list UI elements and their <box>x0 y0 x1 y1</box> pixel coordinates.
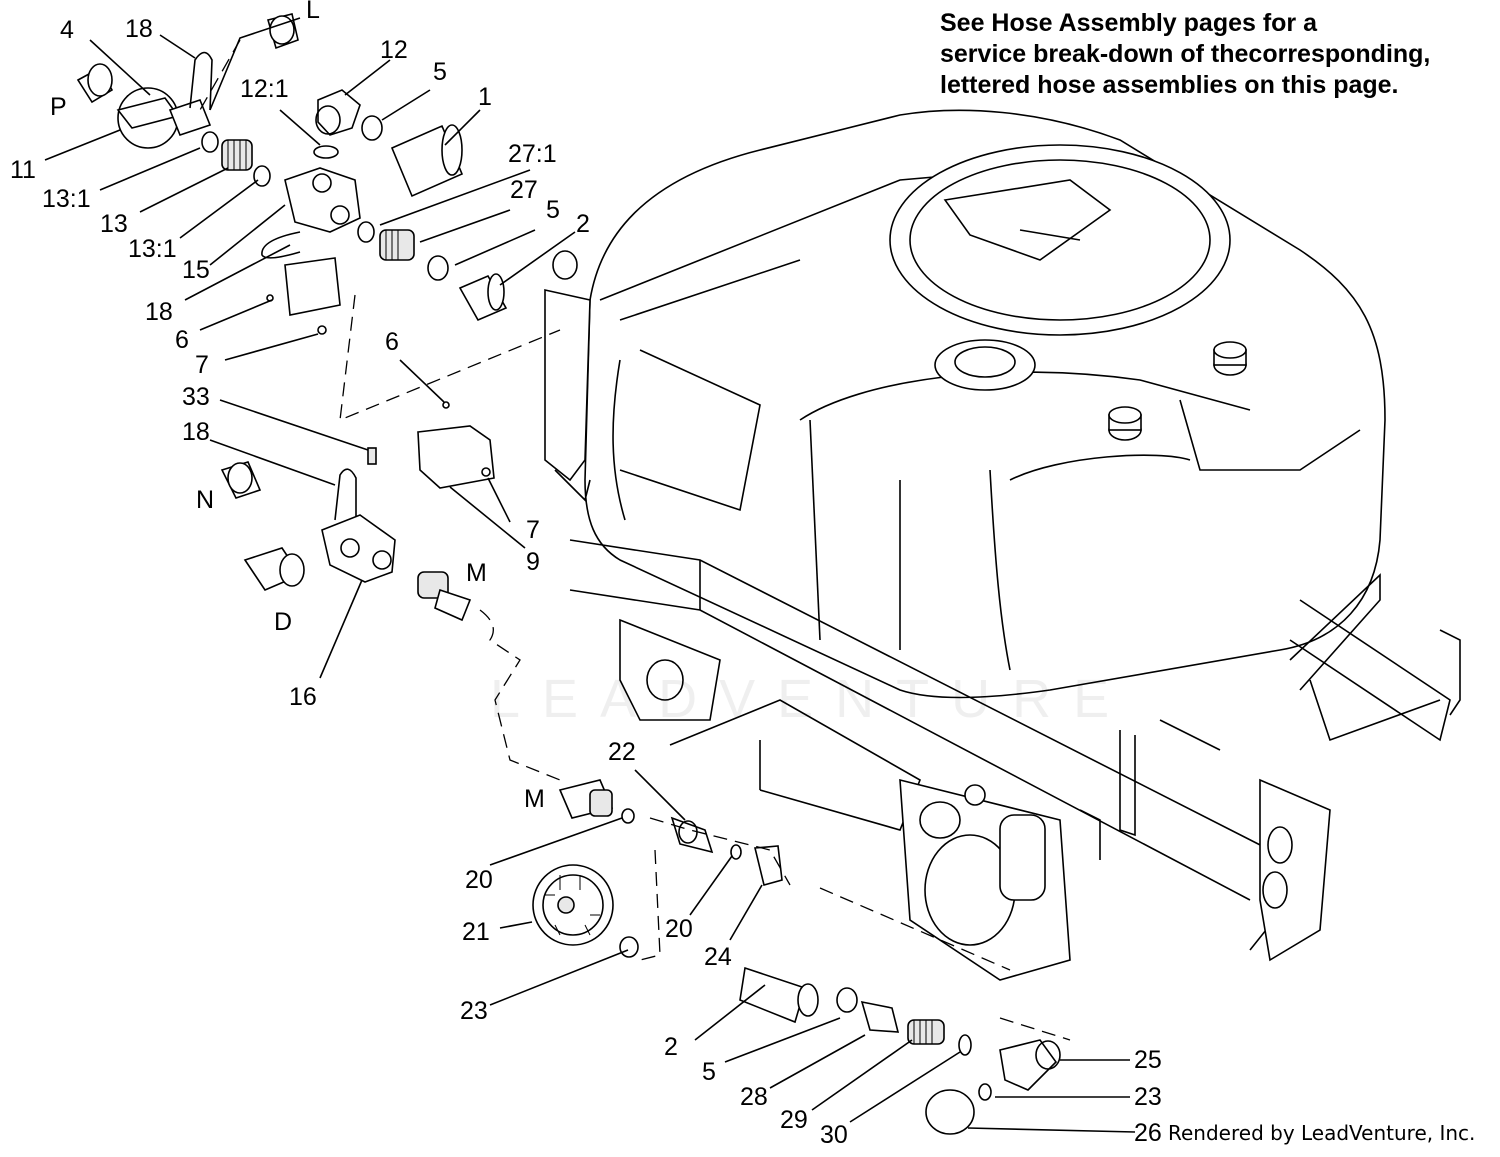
callout-15: 15 <box>182 256 210 284</box>
tank-lid <box>889 144 1231 336</box>
bracket-9 <box>417 425 495 489</box>
handle-18b <box>261 231 301 259</box>
callout-25: 25 <box>1134 1046 1162 1074</box>
lower-filter-assembly <box>532 779 1071 1135</box>
callout-21: 21 <box>462 918 490 946</box>
tank-cap-left <box>1108 406 1142 441</box>
o-ring-13-1 <box>201 131 219 153</box>
callout-M-bottom: M <box>524 785 545 813</box>
callout-27-1: 27:1 <box>508 140 557 168</box>
callout-18: 18 <box>125 15 153 43</box>
middle-valve-assembly <box>220 401 561 781</box>
callout-2b: 2 <box>664 1033 678 1061</box>
callout-28: 28 <box>740 1083 768 1111</box>
callout-20b: 20 <box>665 915 693 943</box>
tank-cap-right <box>1213 341 1247 376</box>
callout-12: 12 <box>380 36 408 64</box>
callout-13: 13 <box>100 210 128 238</box>
callout-13-1: 13:1 <box>42 185 91 213</box>
o-ring-23b <box>978 1083 992 1101</box>
o-ring-23a <box>619 936 639 958</box>
handle-18 <box>189 51 213 111</box>
callout-18b: 18 <box>145 298 173 326</box>
handle-18c <box>334 468 357 521</box>
cap-26 <box>925 1089 975 1135</box>
callout-2: 2 <box>576 210 590 238</box>
spring-33 <box>367 447 377 465</box>
callout-33: 33 <box>182 383 210 411</box>
frame <box>569 539 1461 981</box>
callout-23b: 23 <box>1134 1083 1162 1111</box>
callout-L: L <box>306 0 320 24</box>
callout-20: 20 <box>465 866 493 894</box>
o-ring-12-1 <box>313 145 339 159</box>
note-line-1: See Hose Assembly pages for a <box>940 9 1318 37</box>
watermark: LEADVENTURE <box>490 669 1132 729</box>
clamp-5b <box>427 255 449 281</box>
o-ring-20b <box>730 844 742 860</box>
callout-N: N <box>196 486 214 514</box>
callout-16: 16 <box>289 683 317 711</box>
callout-6: 6 <box>175 326 189 354</box>
callout-7: 7 <box>195 351 209 379</box>
callout-12-1: 12:1 <box>240 75 289 103</box>
spray-tank <box>544 109 1386 699</box>
callout-22: 22 <box>608 738 636 766</box>
clamp-5c <box>836 987 858 1013</box>
clamp-28 <box>860 1000 900 1033</box>
callout-5b: 5 <box>546 196 560 224</box>
callout-30: 30 <box>820 1121 848 1149</box>
fitting-27 <box>379 229 415 261</box>
callout-D: D <box>274 608 292 636</box>
filter-head-22 <box>670 816 714 854</box>
hose-assembly-note: See Hose Assembly pages for a service br… <box>940 8 1500 101</box>
o-ring-30 <box>958 1034 972 1056</box>
fitting-29 <box>907 1019 945 1045</box>
callout-18c: 18 <box>182 418 210 446</box>
spring-13 <box>221 139 253 171</box>
callout-27: 27 <box>510 176 538 204</box>
callout-5c: 5 <box>702 1058 716 1086</box>
fill-port <box>934 339 1036 391</box>
callout-26: 26 <box>1134 1119 1162 1147</box>
elbow-25 <box>999 1039 1058 1091</box>
callout-29: 29 <box>780 1106 808 1134</box>
valve-body-15 <box>284 167 361 233</box>
callout-23: 23 <box>460 997 488 1025</box>
callout-P: P <box>50 93 67 121</box>
callout-13-1b: 13:1 <box>128 235 177 263</box>
note-line-3: lettered hose assemblies on this page. <box>940 71 1399 99</box>
callout-5: 5 <box>433 58 447 86</box>
o-ring-27-1 <box>357 221 375 243</box>
tank-bracket <box>544 289 591 482</box>
leader-lines <box>44 17 1136 1133</box>
callout-1: 1 <box>478 83 492 111</box>
note-line-2: service break-down of thecorresponding, <box>940 40 1431 68</box>
callout-11: 11 <box>10 156 36 184</box>
callout-M-top: M <box>466 559 487 587</box>
callout-7b: 7 <box>526 516 540 544</box>
filter-screen-21 <box>532 864 614 946</box>
callout-9: 9 <box>526 548 540 576</box>
o-ring-20a <box>621 808 635 824</box>
render-credit: Rendered by LeadVenture, Inc. <box>1168 1121 1476 1145</box>
clamp-5a <box>361 115 383 141</box>
hose-2b <box>739 966 806 1024</box>
hose-m-top <box>417 571 472 622</box>
callout-6b: 6 <box>385 328 399 356</box>
upper-valve-assembly <box>76 13 561 422</box>
callout-4: 4 <box>60 16 74 44</box>
o-ring-13-1b <box>253 165 271 187</box>
elbow-24 <box>754 845 783 886</box>
mount-bracket <box>284 257 341 316</box>
callout-24: 24 <box>704 943 732 971</box>
callout-labels: L P N D M M 4 18 12 5 1 12:1 11 13:1 13 … <box>10 0 1162 1149</box>
